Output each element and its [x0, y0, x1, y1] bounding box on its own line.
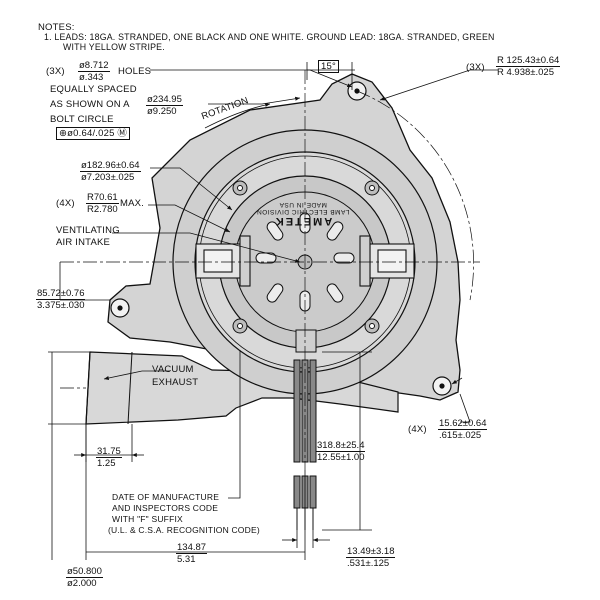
vent-line-2: AIR INTAKE: [56, 237, 111, 248]
label-plate-brand: AMETEK: [273, 215, 333, 227]
brush-holder-right: [359, 235, 415, 287]
holes-diameter: ø8.712 ø.343: [78, 60, 110, 83]
holes-word: HOLES: [118, 66, 152, 77]
dim-31: 31.75 1.25: [96, 446, 122, 469]
holes-diameter-mm: ø8.712: [78, 60, 110, 72]
radius-qty: (3X): [466, 62, 485, 73]
dim-134: 134.87 5.31: [176, 542, 208, 565]
notes-line-1: 1. LEADS: 18GA. STRANDED, ONE BLACK AND …: [44, 32, 495, 42]
bolt-circle-arc: [356, 90, 474, 301]
dim-15: 15.62±0.64 .615±.025: [438, 418, 488, 441]
holes-line-2: AS SHOWN ON A: [50, 99, 130, 110]
radius-mm: R 125.43±0.64: [496, 55, 561, 67]
dim-318-mm: 318.8±25.4: [316, 440, 366, 452]
dimension-lines: [48, 62, 498, 560]
holes-diameter-in: ø.343: [79, 72, 104, 83]
angle-label: 15°: [318, 60, 339, 73]
notes-title: NOTES:: [38, 22, 75, 33]
dim-85-in: 3.375±.030: [37, 300, 85, 311]
position-tolerance: ⊕ø0.64/.025 Ⓜ: [56, 127, 131, 140]
bolt-circle-mm: ø234.95: [146, 94, 183, 106]
dim-31-mm: 31.75: [96, 446, 122, 458]
dia-182-in: ø7.203±.025: [81, 172, 135, 183]
r70-qty: (4X): [56, 198, 75, 209]
holes-qty: (3X): [46, 66, 65, 77]
label-plate: AMETEK LAMB ELECTRIC DIVISION MADE IN US…: [238, 175, 368, 227]
bolt-circle-in: ø9.250: [147, 106, 177, 117]
bolt-circle-dia: ø234.95 ø9.250: [146, 94, 183, 117]
position-tolerance-value: ø0.64/.025: [67, 128, 115, 139]
label-plate-line2: MADE IN USA: [279, 201, 327, 208]
vacuum-line-2: EXHAUST: [152, 377, 199, 388]
dim-13-mm: 13.49±3.18: [346, 546, 396, 558]
date-code-line-3: WITH "F" SUFFIX: [112, 514, 183, 524]
dim-50-mm: ø50.800: [66, 566, 103, 578]
r70-mm: R70.61: [86, 192, 119, 204]
label-plate-line1: LAMB ELECTRIC DIVISION: [256, 208, 350, 215]
r70-suffix: MAX.: [120, 198, 145, 209]
date-code-line-2: AND INSPECTORS CODE: [112, 503, 219, 513]
dim-31-in: 1.25: [97, 458, 116, 469]
dim-50: ø50.800 ø2.000: [66, 566, 103, 589]
vent-line-1: VENTILATING: [56, 225, 120, 236]
dim-318: 318.8±25.4 12.55±1.00: [316, 440, 366, 463]
position-tolerance-icon: ⊕: [59, 128, 68, 139]
dia-182: ø182.96±0.64 ø7.203±.025: [80, 160, 141, 183]
holes-line-1: EQUALLY SPACED: [50, 84, 137, 95]
date-code-line-1: DATE OF MANUFACTURE: [112, 492, 220, 502]
dia-182-mm: ø182.96±0.64: [80, 160, 141, 172]
radius-in: R 4.938±.025: [497, 67, 554, 78]
dim-15-mm: 15.62±0.64: [438, 418, 488, 430]
radius-dim: R 125.43±0.64 R 4.938±.025: [496, 55, 561, 78]
dim-15-in: .615±.025: [439, 430, 482, 441]
center-lines: [60, 70, 480, 470]
dim-318-in: 12.55±1.00: [317, 452, 365, 463]
holes-line-3: BOLT CIRCLE: [50, 114, 114, 125]
dim-50-in: ø2.000: [67, 578, 97, 589]
screws: [232, 180, 380, 334]
notes-line-2: WITH YELLOW STRIPE.: [63, 42, 165, 52]
dim-85: 85.72±0.76 3.375±.030: [36, 288, 86, 311]
r70-dim: R70.61 R2.780: [86, 192, 119, 215]
brush-holder-left: [195, 235, 251, 287]
dim-134-mm: 134.87: [176, 542, 208, 554]
dim-134-in: 5.31: [177, 554, 196, 565]
dim-85-mm: 85.72±0.76: [36, 288, 86, 300]
dim-15-qty: (4X): [408, 424, 427, 435]
vacuum-line-1: VACUUM: [152, 364, 194, 375]
dim-13-in: .531±.125: [347, 558, 390, 569]
dim-13: 13.49±3.18 .531±.125: [346, 546, 396, 569]
date-code-line-4: (U.L. & C.S.A. RECOGNITION CODE): [108, 525, 260, 535]
mmc-icon: Ⓜ: [114, 128, 128, 139]
r70-in: R2.780: [87, 204, 118, 215]
